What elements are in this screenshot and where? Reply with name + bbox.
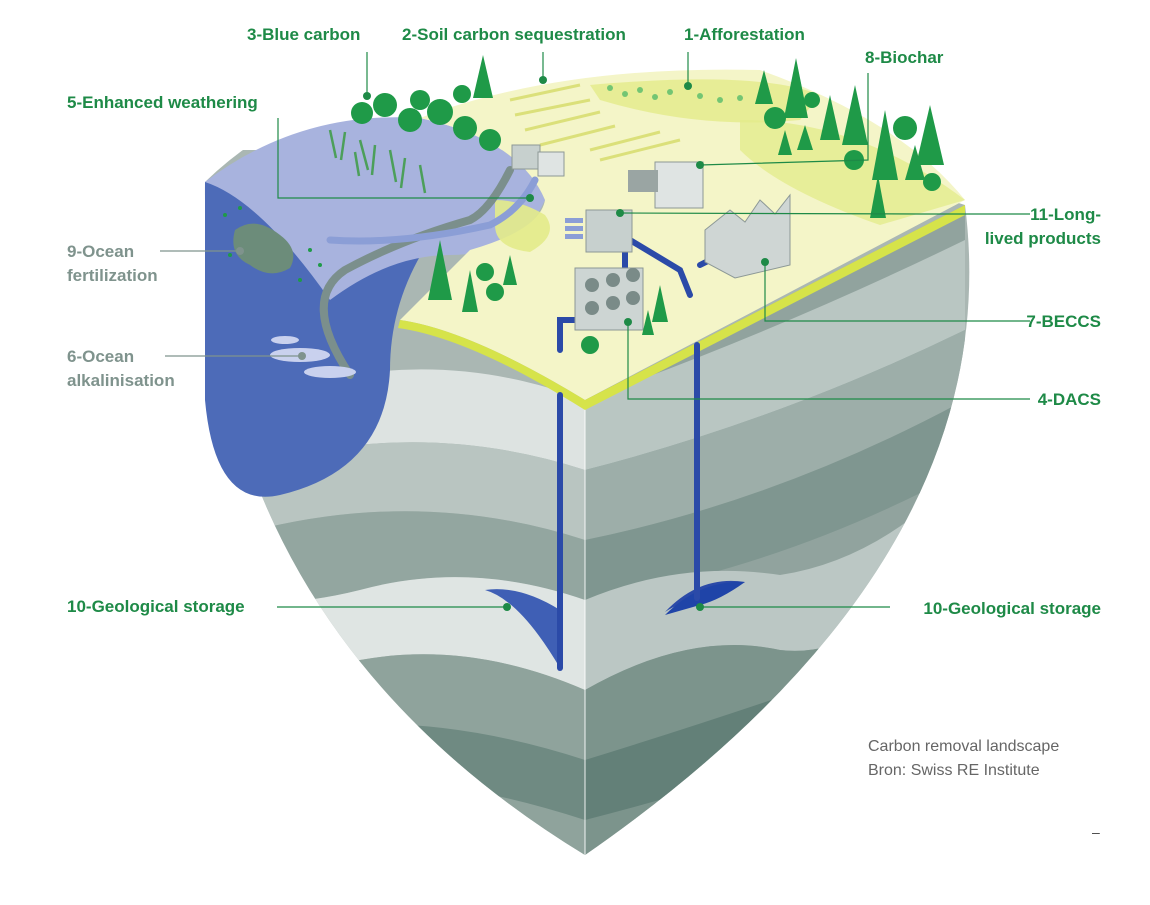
leader-lines bbox=[277, 52, 1030, 608]
label-biochar: 8-Biochar bbox=[865, 48, 944, 67]
crop-fields bbox=[509, 83, 681, 162]
label-geological-storage-right: 10-Geological storage bbox=[923, 599, 1101, 618]
algae-bloom bbox=[233, 223, 294, 274]
dacs-fans bbox=[585, 268, 640, 315]
seagrass bbox=[328, 129, 427, 194]
trees bbox=[351, 55, 944, 354]
label-ocean-alkalinisation: 6-Ocean alkalinisation bbox=[67, 347, 175, 390]
label-enhanced-weathering: 5-Enhanced weathering bbox=[67, 93, 258, 112]
label-soil-carbon-sequestration: 2-Soil carbon sequestration bbox=[402, 25, 626, 44]
caption-title: Carbon removal landscape bbox=[868, 738, 1060, 755]
ocean-surface bbox=[205, 117, 545, 300]
label-ocean-fertilization: 9-Ocean fertilization bbox=[67, 242, 158, 285]
footer-mark: – bbox=[1092, 824, 1100, 840]
caption-source: Bron: Swiss RE Institute bbox=[868, 762, 1040, 779]
label-beccs: 7-BECCS bbox=[1026, 312, 1101, 331]
callout-dots bbox=[363, 76, 769, 611]
label-dacs: 4-DACS bbox=[1037, 390, 1101, 409]
label-geological-storage-left: 10-Geological storage bbox=[67, 597, 245, 616]
label-afforestation: 1-Afforestation bbox=[684, 25, 805, 44]
label-long-lived-products: 11-Long- lived products bbox=[984, 205, 1101, 248]
caption: Carbon removal landscape Bron: Swiss RE … bbox=[868, 735, 1059, 783]
label-blue-carbon: 3-Blue carbon bbox=[247, 25, 361, 44]
